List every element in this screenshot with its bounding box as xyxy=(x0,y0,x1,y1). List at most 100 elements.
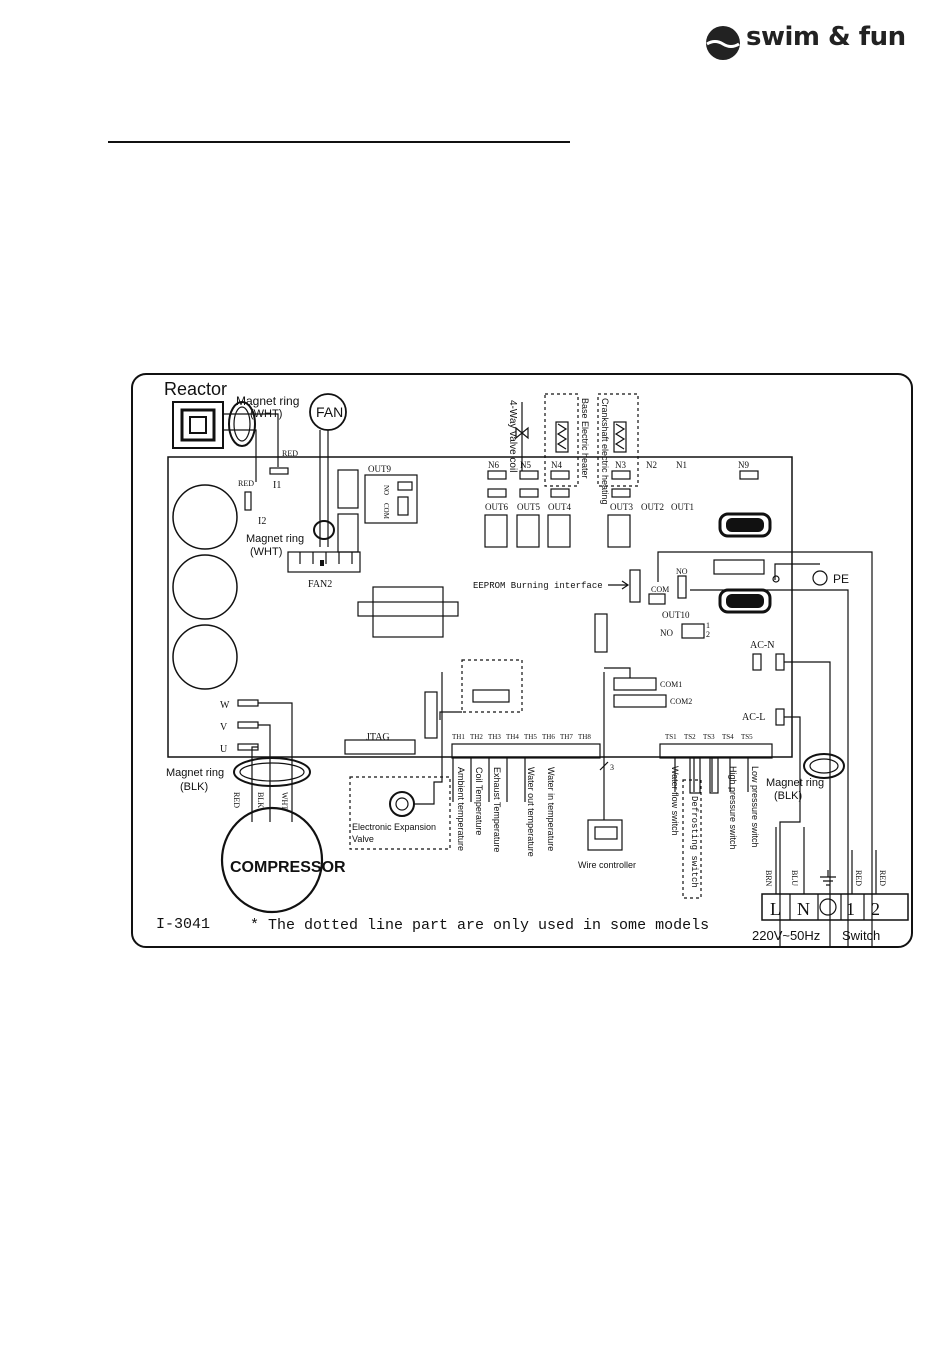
wiring-diagram: Reactor Magnet ring (WHT) FAN RED I1 RED… xyxy=(131,373,913,948)
out9-relay xyxy=(364,474,418,524)
out5-label: OUT5 xyxy=(517,502,540,512)
wire-wht-label: WHT xyxy=(280,792,289,810)
n3-label: N3 xyxy=(615,460,626,470)
eev-label-1: Electronic Expansion xyxy=(352,822,436,832)
n1-label: N1 xyxy=(676,460,687,470)
wire-count-label: 3 xyxy=(610,763,614,772)
eev-label-2: Valve xyxy=(352,834,374,844)
swim-logo-icon xyxy=(706,26,740,60)
red-i1-label: RED xyxy=(282,449,298,458)
coil-label: Coil Temperature xyxy=(474,767,484,835)
relay-k1 xyxy=(337,469,359,509)
n5-label: N5 xyxy=(520,460,531,470)
terminal-1-label: 1 xyxy=(846,899,855,919)
n4-label: N4 xyxy=(551,460,562,470)
wire-controller-label: Wire controller xyxy=(578,860,636,870)
th2-label: TH2 xyxy=(470,733,483,741)
base-heater-label: Base Electric heater xyxy=(580,398,590,479)
title-underline xyxy=(108,141,570,143)
eeprom-label: EEPROM Burning interface xyxy=(473,581,603,591)
eev-symbol xyxy=(389,791,415,817)
no-relay-label: NO xyxy=(676,567,688,576)
com1-label: COM1 xyxy=(660,680,682,689)
magnet-ring-compressor xyxy=(233,757,311,787)
ground-terminal-icon xyxy=(819,898,837,916)
v-label: V xyxy=(220,722,228,733)
relay-k2 xyxy=(337,513,359,553)
out10-2-label: 2 xyxy=(706,630,710,639)
compressor-label: COMPRESSOR xyxy=(230,859,346,876)
fuse xyxy=(713,559,765,575)
blk-left-label: (BLK) xyxy=(180,781,208,793)
ts1-label: TS1 xyxy=(665,733,677,741)
brand-name: swim & fun xyxy=(746,22,906,52)
magnet-ring-top xyxy=(228,401,256,447)
main-chip xyxy=(372,586,444,638)
n6-label: N6 xyxy=(488,460,499,470)
supply-label: 220V~50Hz xyxy=(752,928,820,943)
wire-blk-label: BLK xyxy=(256,792,265,808)
reactor-label: Reactor xyxy=(164,379,227,399)
jtag-label: JTAG xyxy=(366,732,390,743)
com-out9-label: COM xyxy=(382,503,390,520)
out4-label: OUT4 xyxy=(548,502,571,512)
magnet-ring-top-label: Magnet ring xyxy=(236,394,299,408)
water-in-label: Water in temperature xyxy=(546,767,556,851)
w-label: W xyxy=(220,700,230,711)
wht-top-label: (WHT) xyxy=(250,408,282,420)
magnet-ring-blk-label: Magnet ring xyxy=(166,767,224,779)
water-out-label: Water out temperature xyxy=(526,767,536,857)
n2-label: N2 xyxy=(646,460,657,470)
magnet-ring-ac xyxy=(803,753,845,779)
capacitor-3 xyxy=(172,624,238,690)
low-pressure-label: Low pressure switch xyxy=(750,766,760,848)
ac-l-label: AC-L xyxy=(742,712,765,723)
out10-1-label: 1 xyxy=(706,621,710,630)
wht-fan-label: (WHT) xyxy=(250,546,282,558)
model-label: I-3041 xyxy=(156,916,210,933)
out3-label: OUT3 xyxy=(610,502,633,512)
capacitor-1 xyxy=(172,484,238,550)
terminal-block xyxy=(761,893,909,921)
wire-red-label: RED xyxy=(232,792,241,808)
red-i2-label: RED xyxy=(238,479,254,488)
no-out9-label: NO xyxy=(382,485,390,495)
blk-right-label: (BLK) xyxy=(774,790,802,802)
ts5-label: TS5 xyxy=(741,733,753,741)
n9-label: N9 xyxy=(738,460,749,470)
th4-label: TH4 xyxy=(506,733,519,741)
fan2-connector xyxy=(287,551,361,573)
u-label: U xyxy=(220,744,228,755)
i1-terminal xyxy=(269,467,289,475)
ts4-label: TS4 xyxy=(722,733,734,741)
fan-label: FAN xyxy=(316,404,343,420)
switch-label: Switch xyxy=(842,928,880,943)
brn-label: BRN xyxy=(764,870,773,887)
com2-label: COM2 xyxy=(670,697,692,706)
out6-label: OUT6 xyxy=(485,502,508,512)
diagram-frame xyxy=(131,373,913,948)
terminal-l-label: L xyxy=(770,899,781,919)
th5-label: TH5 xyxy=(524,733,537,741)
wire-controller-symbol xyxy=(587,819,623,851)
fan2-label: FAN2 xyxy=(308,579,332,590)
brand-logo: swim & fun xyxy=(704,20,924,64)
component-top-right xyxy=(718,512,772,538)
capacitor-2 xyxy=(172,554,238,620)
ts3-label: TS3 xyxy=(703,733,715,741)
out2-label: OUT2 xyxy=(641,502,664,512)
pcb-board xyxy=(167,456,793,758)
red1-label: RED xyxy=(854,870,863,886)
out9-label: OUT9 xyxy=(368,464,391,474)
out10-label: OUT10 xyxy=(662,610,690,620)
out1-label: OUT1 xyxy=(671,502,694,512)
terminal-n-label: N xyxy=(797,899,810,919)
water-flow-label: Water flow switch xyxy=(670,766,680,836)
note-label: * The dotted line part are only used in … xyxy=(250,917,709,934)
ts2-label: TS2 xyxy=(684,733,696,741)
ambient-label: Ambient temperature xyxy=(456,767,466,851)
reactor-symbol xyxy=(172,401,224,449)
magnet-ring-fan-label: Magnet ring xyxy=(246,533,304,545)
ac-n-label: AC-N xyxy=(750,640,774,651)
pe-ground-icon xyxy=(812,570,828,586)
